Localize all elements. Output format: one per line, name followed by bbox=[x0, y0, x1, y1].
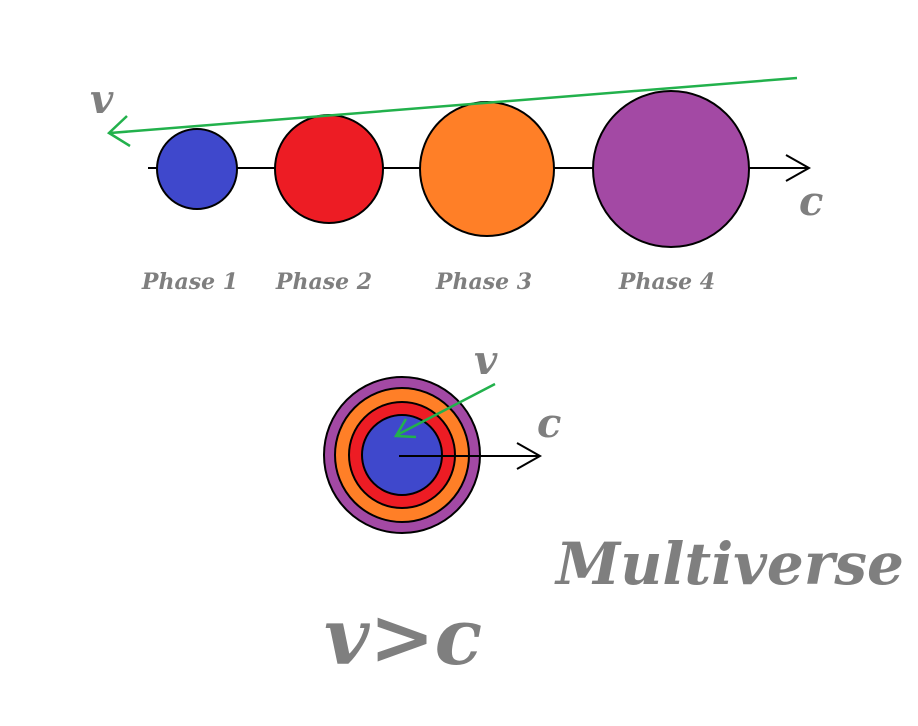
top-v-arrowhead bbox=[106, 115, 131, 148]
top-c-arrowhead bbox=[785, 154, 812, 182]
phase-4-label: Phase 4 bbox=[618, 269, 715, 295]
v-greater-than-c-label: v>c bbox=[324, 592, 482, 683]
bottom-v-label: v bbox=[474, 337, 498, 384]
bottom-diagram: v c bbox=[323, 337, 561, 534]
phase-3-label: Phase 3 bbox=[435, 269, 532, 295]
top-v-arrow-line bbox=[109, 76, 798, 135]
multiverse-label: Multiverse bbox=[554, 530, 904, 598]
top-v-label: v bbox=[90, 76, 114, 123]
top-diagram: v c Phase 1 Phase 2 Phase 3 Phase 4 bbox=[90, 76, 823, 295]
bottom-c-arrowhead bbox=[516, 442, 543, 470]
phase-2-label: Phase 2 bbox=[275, 269, 372, 295]
phase-1-circle bbox=[156, 128, 238, 210]
phase-2-circle bbox=[274, 114, 384, 224]
phase-1-label: Phase 1 bbox=[141, 269, 238, 295]
phase-3-circle bbox=[419, 101, 555, 237]
bottom-c-label: c bbox=[537, 400, 561, 447]
bottom-v-arrowhead bbox=[393, 418, 417, 439]
phase-4-circle bbox=[592, 90, 750, 248]
top-c-label: c bbox=[799, 178, 823, 225]
bottom-v-arrow-line bbox=[396, 382, 496, 437]
